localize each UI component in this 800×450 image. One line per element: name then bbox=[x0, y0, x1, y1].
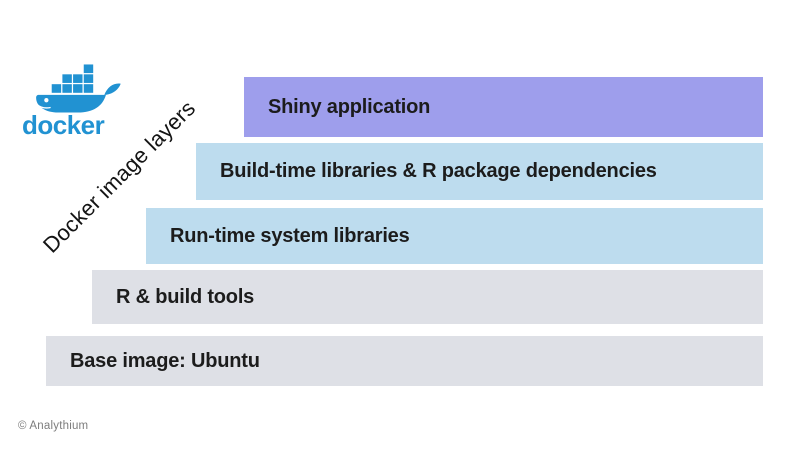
layer-base-image-ubuntu: Base image: Ubuntu bbox=[46, 336, 763, 386]
copyright-notice: © Analythium bbox=[18, 420, 89, 432]
docker-wordmark: docker bbox=[22, 110, 105, 140]
layer-label: Base image: Ubuntu bbox=[70, 349, 260, 372]
layer-run-time-system-libraries: Run-time system libraries bbox=[146, 208, 763, 264]
layer-build-time-libraries: Build-time libraries & R package depende… bbox=[196, 143, 763, 200]
layer-label: Build-time libraries & R package depende… bbox=[220, 160, 657, 182]
layer-shiny-application: Shiny application bbox=[244, 77, 763, 137]
layer-r-and-build-tools: R & build tools bbox=[92, 270, 763, 324]
docker-whale-icon bbox=[36, 64, 121, 113]
docker-logo: docker bbox=[22, 56, 122, 138]
layer-label: Run-time system libraries bbox=[170, 224, 410, 247]
layer-label: Shiny application bbox=[268, 95, 431, 118]
layer-label: R & build tools bbox=[116, 285, 255, 308]
